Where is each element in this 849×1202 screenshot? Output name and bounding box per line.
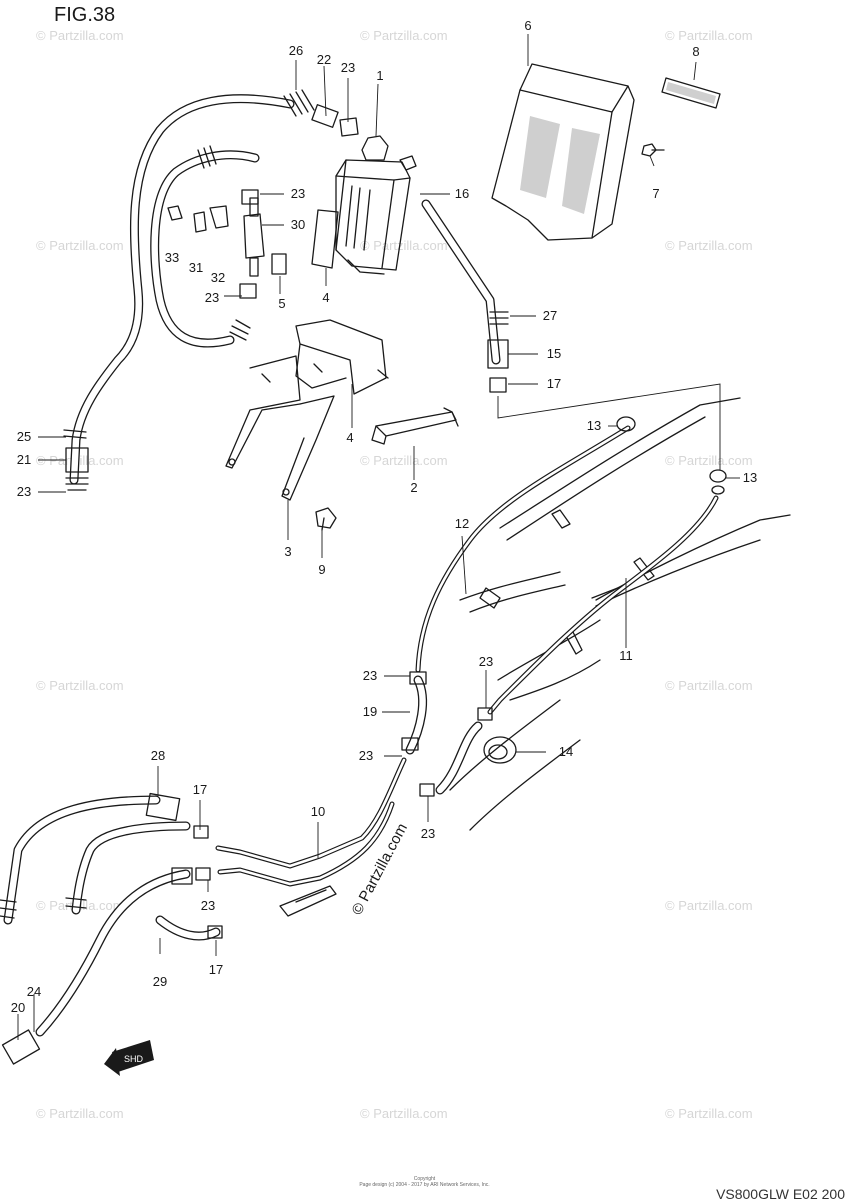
callout-label-23: 23 xyxy=(363,668,377,683)
callout-label-14: 14 xyxy=(559,744,573,759)
callout-label-6: 6 xyxy=(524,18,531,33)
callout-label-25: 25 xyxy=(17,429,31,444)
cover-screw xyxy=(641,143,665,157)
large-grommet xyxy=(483,736,517,764)
callout-label-23: 23 xyxy=(359,748,373,763)
watermark: © Partzilla.com xyxy=(665,453,753,468)
watermark: © Partzilla.com xyxy=(36,238,124,253)
callout-label-17: 17 xyxy=(193,782,207,797)
callout-label-23: 23 xyxy=(291,186,305,201)
watermark: © Partzilla.com xyxy=(665,1106,753,1121)
callout-label-31: 31 xyxy=(189,260,203,275)
small-fittings xyxy=(167,117,359,299)
watermark: © Partzilla.com xyxy=(36,1106,124,1121)
callout-label-16: 16 xyxy=(455,186,469,201)
callout-label-30: 30 xyxy=(291,217,305,232)
callout-label-12: 12 xyxy=(455,516,469,531)
callout-label-33: 33 xyxy=(165,250,179,265)
callout-label-8: 8 xyxy=(692,44,699,59)
diagram-code: VS800GLW E02 200 xyxy=(716,1186,845,1202)
callout-label-1: 1 xyxy=(376,68,383,83)
grommets xyxy=(616,416,727,495)
callout-label-32: 32 xyxy=(211,270,225,285)
evap-canister xyxy=(311,135,417,275)
footer-page-design: Page design (c) 2004 - 2017 by ARI Netwo… xyxy=(359,1182,490,1188)
watermark: © Partzilla.com xyxy=(360,28,448,43)
callout-label-20: 20 xyxy=(11,1000,25,1015)
callout-label-7: 7 xyxy=(652,186,659,201)
callout-label-15: 15 xyxy=(547,346,561,361)
callout-label-27: 27 xyxy=(543,308,557,323)
watermark: © Partzilla.com xyxy=(360,1106,448,1121)
watermark: © Partzilla.com xyxy=(665,678,753,693)
vent-pipe-lower xyxy=(487,495,719,715)
canister-bracket xyxy=(225,319,389,501)
watermark: © Partzilla.com xyxy=(36,453,124,468)
watermark: © Partzilla.com xyxy=(360,453,448,468)
watermark: © Partzilla.com xyxy=(360,238,448,253)
watermark: © Partzilla.com xyxy=(36,678,124,693)
callout-label-2: 2 xyxy=(410,480,417,495)
bracket-bolt xyxy=(315,507,337,531)
callout-label-5: 5 xyxy=(278,296,285,311)
callout-label-23: 23 xyxy=(17,484,31,499)
callout-label-11: 11 xyxy=(619,648,633,663)
callout-label-21: 21 xyxy=(17,452,31,467)
watermark: © Partzilla.com xyxy=(36,28,124,43)
watermark: © Partzilla.com xyxy=(665,898,753,913)
lower-left-hoses xyxy=(0,792,223,1065)
label-plate xyxy=(661,77,721,109)
callout-label-13: 13 xyxy=(587,418,601,433)
callout-label-17: 17 xyxy=(209,962,223,977)
mounting-bracket xyxy=(371,407,459,445)
callout-label-22: 22 xyxy=(317,52,331,67)
joint-hoses xyxy=(401,671,493,797)
callout-label-4: 4 xyxy=(322,290,329,305)
footer-copyright: Copyright xyxy=(413,1176,436,1182)
callout-label-26: 26 xyxy=(289,43,303,58)
callout-label-4: 4 xyxy=(346,430,353,445)
leader-lines xyxy=(17,34,740,1040)
canister-outlet-hose xyxy=(421,199,721,470)
callout-label-9: 9 xyxy=(318,562,325,577)
callout-label-10: 10 xyxy=(311,804,325,819)
callout-label-28: 28 xyxy=(151,748,165,763)
long-vent-hoses xyxy=(63,89,339,491)
watermark-layer: © Partzilla.com © Partzilla.com © Partzi… xyxy=(36,28,753,1121)
arrow-badge-text: SHD xyxy=(124,1054,144,1064)
callout-label-23: 23 xyxy=(479,654,493,669)
callout-label-23: 23 xyxy=(341,60,355,75)
front-direction-arrow-icon: SHD xyxy=(104,1040,154,1076)
watermark: © Partzilla.com xyxy=(665,238,753,253)
figure-title: FIG.38 xyxy=(54,4,116,26)
canister-cover xyxy=(491,63,635,241)
callout-label-23: 23 xyxy=(205,290,219,305)
callout-label-23: 23 xyxy=(421,826,435,841)
callout-label-19: 19 xyxy=(363,704,377,719)
callout-label-29: 29 xyxy=(153,974,167,989)
vent-pipe-upper xyxy=(415,425,631,673)
vent-pipe-main xyxy=(215,757,407,917)
watermark: © Partzilla.com xyxy=(665,28,753,43)
callout-label-3: 3 xyxy=(284,544,291,559)
callout-label-23: 23 xyxy=(201,898,215,913)
callout-label-24: 24 xyxy=(27,984,41,999)
callout-label-17: 17 xyxy=(547,376,561,391)
callout-label-13: 13 xyxy=(743,470,757,485)
